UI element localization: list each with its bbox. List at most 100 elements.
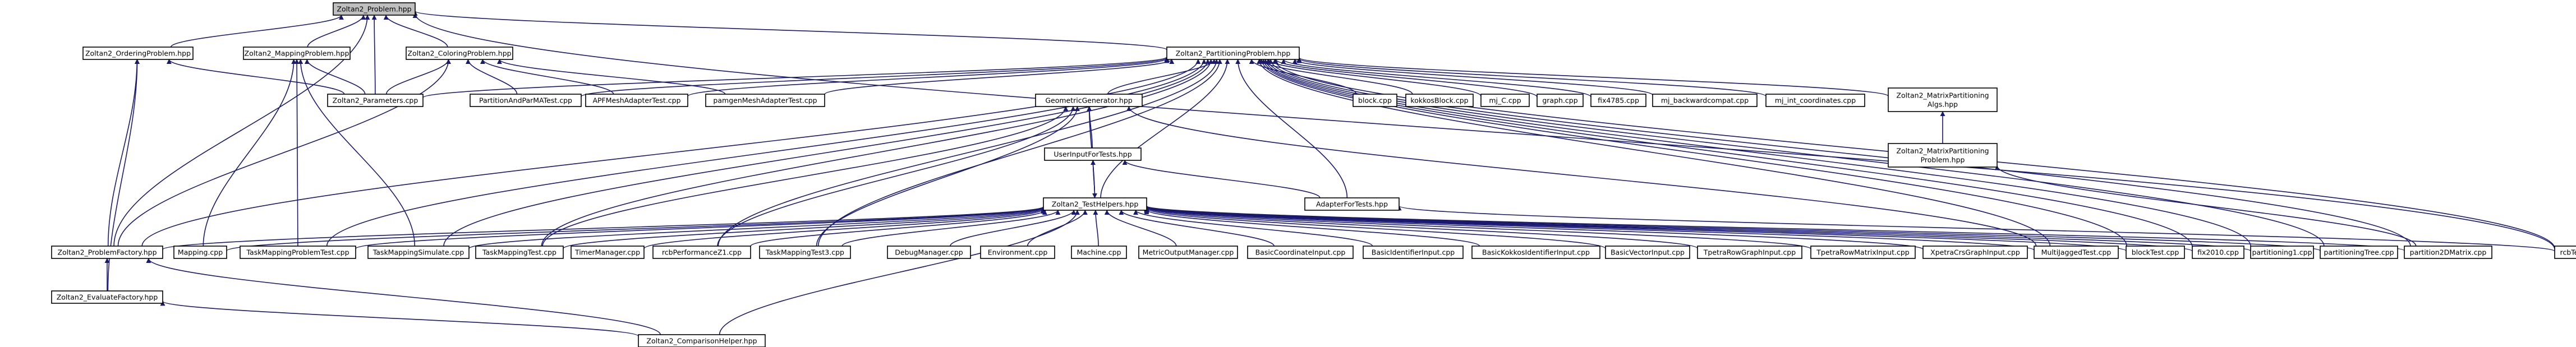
edge-partitioningtree-to-partitioning: [1265, 59, 2325, 247]
edge-rcbtest-to-adapterfortests: [1397, 205, 2555, 252]
edge-problemfactory-to-problem: [113, 15, 370, 247]
edge-basicvector-to-testhelpers: [1144, 208, 1606, 249]
edge-rcbtest-to-problem: [412, 13, 2555, 250]
node-adapterfortests[interactable]: AdapterForTests.hpp: [1304, 197, 1400, 211]
node-pamgen[interactable]: pamgenMeshAdapterTest.cpp: [705, 94, 825, 107]
node-tpetrarowmatrix[interactable]: TpetraRowMatrixInput.cpp: [1810, 246, 1916, 259]
node-basickokkos[interactable]: BasicKokkosIdentifierInput.cpp: [1471, 246, 1600, 259]
node-label-rcbtest: rcbTest.cpp: [2560, 248, 2576, 257]
node-problem[interactable]: Zoltan2_Problem.hpp: [333, 2, 416, 16]
node-ordering[interactable]: Zoltan2_OrderingProblem.hpp: [82, 47, 194, 60]
node-label-mapping: Zoltan2_MappingProblem.hpp: [245, 49, 349, 58]
node-mjc[interactable]: mj_C.cpp: [1480, 94, 1530, 107]
edge-partitioning1-to-testhelpers: [1144, 205, 2251, 252]
node-block[interactable]: block.cpp: [1353, 94, 1397, 107]
node-tpetrarowgraph[interactable]: TpetraRowGraphInput.cpp: [1697, 246, 1802, 259]
edge-parameters-to-ordering: [167, 59, 345, 95]
node-kokkosblock[interactable]: kokkosBlock.cpp: [1405, 94, 1474, 107]
node-environment[interactable]: Environment.cpp: [980, 246, 1055, 259]
node-label-userinput: UserInputForTests.hpp: [1054, 150, 1131, 159]
node-fix2010[interactable]: fix2010.cpp: [2192, 246, 2244, 259]
node-label-blocktest: blockTest.cpp: [2132, 248, 2179, 257]
node-label-parameters: Zoltan2_Parameters.cpp: [333, 96, 418, 105]
node-label-comparisonhelper: Zoltan2_ComparisonHelper.hpp: [646, 337, 757, 345]
node-label-geometric: GeometricGenerator.hpp: [1045, 96, 1132, 105]
node-box-rcbtest: [2554, 246, 2576, 259]
node-mapping[interactable]: Zoltan2_MappingProblem.hpp: [243, 47, 351, 60]
edge-ordering-to-problem: [170, 15, 344, 48]
node-partitionandparma[interactable]: PartitionAndParMATest.cpp: [470, 94, 582, 107]
edge-pamgen-to-partitioning: [824, 59, 1175, 95]
node-partitioningtree[interactable]: partitioningTree.cpp: [2320, 246, 2398, 259]
node-multijagged[interactable]: MultiJaggedTest.cpp: [2034, 246, 2119, 259]
node-tmsimulate[interactable]: TaskMappingSimulate.cpp: [367, 246, 470, 259]
node-label-fix2010: fix2010.cpp: [2197, 248, 2239, 257]
node-mjint[interactable]: mj_int_coordinates.cpp: [1765, 94, 1865, 107]
node-label-basiccoord: BasicCoordinateInput.cpp: [1255, 248, 1346, 257]
node-label-tmtest3: TaskMappingTest3.cpp: [765, 248, 844, 257]
node-parameters[interactable]: Zoltan2_Parameters.cpp: [327, 94, 424, 107]
node-label-graph: graph.cpp: [1542, 96, 1577, 105]
node-mappingcpp[interactable]: Mapping.cpp: [173, 246, 227, 259]
node-partitioning[interactable]: Zoltan2_PartitioningProblem.hpp: [1166, 47, 1300, 60]
edge-problemfactory-to-coloring: [117, 59, 452, 247]
edge-apfmesh-to-partitioning: [687, 58, 1170, 97]
edge-tmtest3-to-geometric: [816, 106, 1080, 247]
node-tmtest3[interactable]: TaskMappingTest3.cpp: [759, 246, 851, 259]
node-basicvector[interactable]: BasicVectorInput.cpp: [1605, 246, 1690, 259]
node-tmtest[interactable]: TaskMappingTest.cpp: [475, 246, 564, 259]
node-tmproblemtest[interactable]: TaskMappingProblemTest.cpp: [240, 246, 356, 259]
node-label-basicident: BasicIdentifierInput.cpp: [1372, 248, 1455, 257]
node-label-tmsimulate: TaskMappingSimulate.cpp: [372, 248, 464, 257]
node-partition2d[interactable]: partition2DMatrix.cpp: [2404, 246, 2492, 259]
edge-tmtest3-to-partitioning: [817, 59, 1222, 247]
node-blocktest[interactable]: blockTest.cpp: [2126, 246, 2185, 259]
node-rcbtest[interactable]: rcbTest.cpp: [2554, 246, 2576, 259]
node-apfmesh[interactable]: APFMeshAdapterTest.cpp: [585, 94, 688, 107]
node-partitioning1[interactable]: partitioning1.cpp: [2250, 246, 2314, 259]
node-box-testhelpers: [1043, 197, 1147, 211]
node-coloring[interactable]: Zoltan2_ColoringProblem.hpp: [406, 47, 513, 60]
node-box-xpetracrs: [1922, 246, 2028, 259]
node-testhelpers[interactable]: Zoltan2_TestHelpers.hpp: [1043, 197, 1147, 211]
edge-partitioningtree-to-testhelpers: [1144, 205, 2321, 252]
edge-partition2d-to-testhelpers: [1144, 205, 2405, 251]
node-debugmanager[interactable]: DebugManager.cpp: [887, 246, 971, 259]
node-box-blocktest: [2126, 246, 2185, 259]
node-label-mjint: mj_int_coordinates.cpp: [1775, 96, 1856, 105]
node-label-problemfactory: Zoltan2_ProblemFactory.hpp: [57, 248, 157, 257]
node-graph[interactable]: graph.cpp: [1537, 94, 1584, 107]
node-geometric[interactable]: GeometricGenerator.hpp: [1035, 94, 1143, 107]
node-machine[interactable]: Machine.cpp: [1071, 246, 1127, 259]
node-basiccoord[interactable]: BasicCoordinateInput.cpp: [1247, 246, 1354, 259]
node-problemfactory[interactable]: Zoltan2_ProblemFactory.hpp: [51, 246, 163, 259]
node-comparisonhelper[interactable]: Zoltan2_ComparisonHelper.hpp: [638, 334, 766, 347]
node-box-partitionandparma: [470, 94, 582, 107]
node-box-adapterfortests: [1304, 197, 1400, 211]
edge-problemfactory-to-ordering: [107, 59, 140, 247]
node-box-partition2d: [2404, 246, 2492, 259]
node-mjbackward[interactable]: mj_backwardcompat.cpp: [1652, 94, 1758, 107]
edge-tpetrarowgraph-to-testhelpers: [1144, 207, 1698, 249]
node-label-partition2d: partition2DMatrix.cpp: [2410, 248, 2487, 257]
node-basicident[interactable]: BasicIdentifierInput.cpp: [1363, 246, 1464, 259]
edge-basickokkos-to-testhelpers: [1144, 209, 1480, 247]
node-box-parameters: [327, 94, 424, 107]
edge-userinput-to-testhelpers: [1092, 160, 1098, 198]
node-timermanager[interactable]: TimerManager.cpp: [571, 246, 645, 259]
node-box-mjc: [1480, 94, 1530, 107]
node-fix4785[interactable]: fix4785.cpp: [1590, 94, 1646, 107]
node-userinput[interactable]: UserInputForTests.hpp: [1044, 147, 1142, 161]
node-metricoutput[interactable]: MetricOutputManager.cpp: [1138, 246, 1238, 259]
node-evaluatefactory[interactable]: Zoltan2_EvaluateFactory.hpp: [51, 290, 163, 304]
node-label-tpetrarowmatrix: TpetraRowMatrixInput.cpp: [1816, 248, 1909, 257]
node-box-metricoutput: [1138, 246, 1238, 259]
node-label-pamgen: pamgenMeshAdapterTest.cpp: [713, 96, 817, 105]
node-xpetracrs[interactable]: XpetraCrsGraphInput.cpp: [1922, 246, 2028, 259]
node-label-tpetrarowgraph: TpetraRowGraphInput.cpp: [1703, 248, 1796, 257]
edge-pamgen-to-coloring: [497, 59, 726, 95]
node-label-mappingcpp: Mapping.cpp: [178, 248, 223, 257]
node-zperf[interactable]: rcbPerformanceZ1.cpp: [652, 246, 751, 259]
